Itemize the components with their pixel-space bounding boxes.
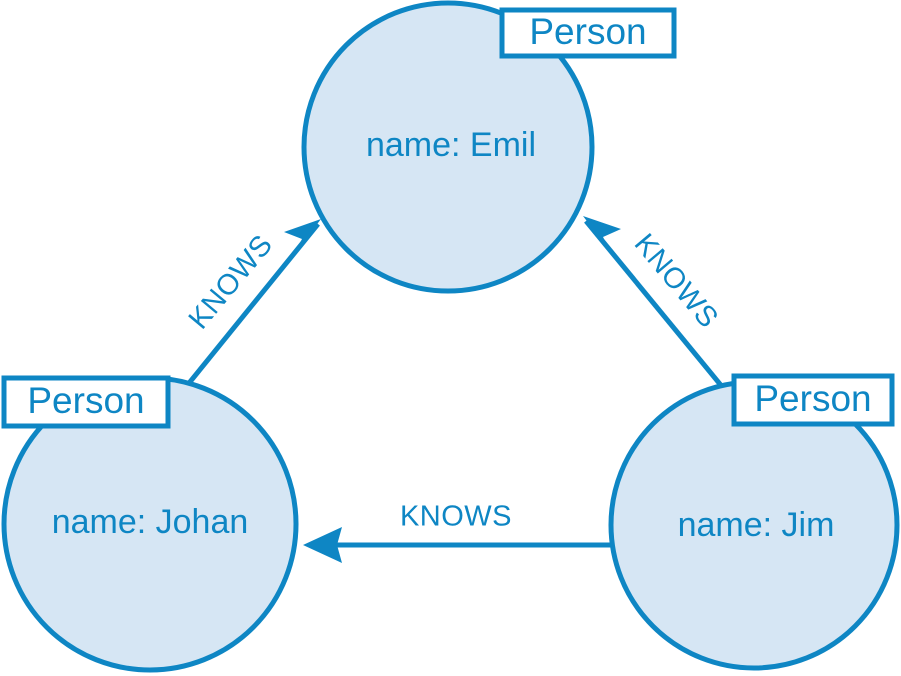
node-jim[interactable]: name: Jim Person [608,373,900,671]
relationship-johan-knows-emil[interactable]: KNOWS [179,219,321,395]
node-property-text: name: Jim [678,506,835,544]
relationship-type-label: KNOWS [183,229,280,335]
relationship-jim-knows-emil[interactable]: KNOWS [583,216,726,391]
node-circle [301,0,595,294]
node-label-badge-jim[interactable]: Person [731,373,895,427]
node-label-box [731,373,895,427]
arrowhead-icon [583,216,621,253]
node-label-box [499,7,677,59]
node-emil[interactable]: name: Emil Person [301,0,677,294]
node-property-text: name: Emil [366,126,536,164]
node-label-text: Person [754,378,871,419]
node-label-text: Person [529,11,646,52]
relationship-line [179,222,320,395]
node-johan[interactable]: name: Johan Person [1,375,299,673]
node-label-text: Person [27,380,144,421]
node-label-badge-emil[interactable]: Person [499,7,677,59]
relationship-jim-knows-johan[interactable]: KNOWS [303,501,612,563]
node-property-text: name: Johan [52,503,249,541]
node-label-badge-johan[interactable]: Person [1,375,171,429]
arrowhead-icon [284,219,321,255]
relationship-type-label: KNOWS [400,501,512,533]
relationship-type-label: KNOWS [628,228,725,334]
node-label-box [1,375,171,429]
arrowhead-icon [303,527,342,563]
